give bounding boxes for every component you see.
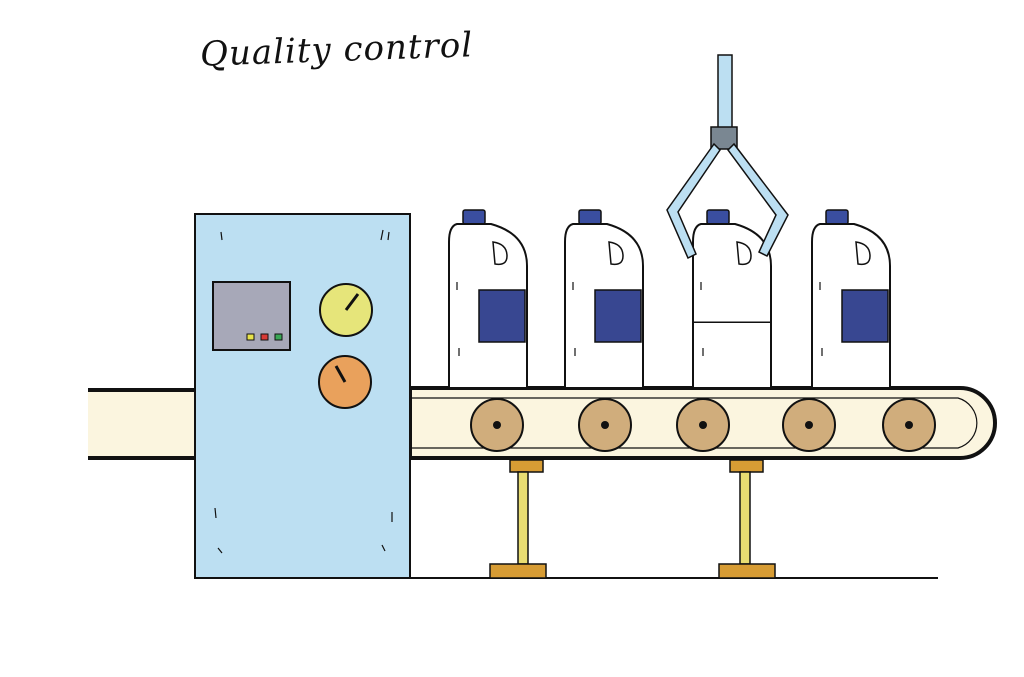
indicator-light-red — [260, 333, 269, 341]
bottle-icon — [811, 209, 891, 389]
cabinet-screen — [212, 281, 291, 351]
support-right — [718, 459, 776, 579]
gauge-icon — [319, 283, 373, 337]
roller-icon — [882, 398, 936, 452]
support-left — [489, 459, 547, 579]
gauge-icon — [318, 355, 372, 409]
indicator-light-green — [274, 333, 283, 341]
roller-group — [470, 398, 936, 452]
bottle-icon — [448, 209, 528, 389]
bottle-icon — [692, 209, 772, 389]
bottle-icon — [564, 209, 644, 389]
bottle-row — [448, 209, 891, 389]
robotic-claw-icon — [666, 54, 789, 260]
roller-icon — [578, 398, 632, 452]
bottle-label — [841, 289, 889, 343]
roller-icon — [676, 398, 730, 452]
roller-icon — [470, 398, 524, 452]
bottle-label — [478, 289, 526, 343]
indicator-light-yellow — [246, 333, 255, 341]
belt-left-segment — [88, 388, 200, 460]
control-cabinet — [194, 213, 411, 579]
roller-icon — [782, 398, 836, 452]
bottle-label — [594, 289, 642, 343]
